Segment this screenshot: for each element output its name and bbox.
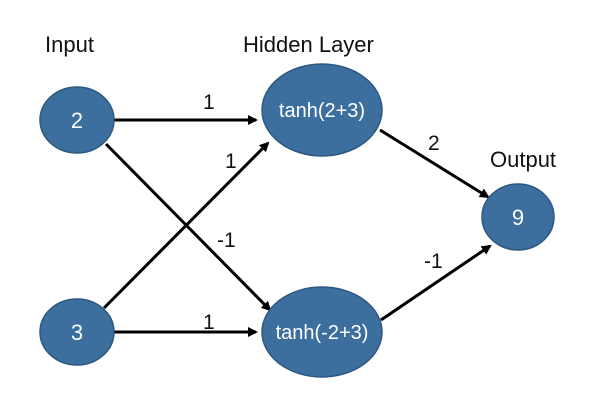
output-layer-label: Output <box>490 147 556 172</box>
hidden-node-bottom-label: tanh(-2+3) <box>276 322 369 344</box>
input-layer-label: Input <box>45 32 94 57</box>
input-node-bottom-label: 3 <box>71 320 83 345</box>
weight-hidden-bottom-to-output: -1 <box>424 250 443 273</box>
weight-input-bottom-to-hidden-bottom: 1 <box>203 311 215 334</box>
weight-hidden-top-to-output: 2 <box>428 132 440 155</box>
edge-hidden-bottom-to-output <box>380 244 492 322</box>
weight-input-bottom-to-hidden-top: 1 <box>225 150 237 173</box>
hidden-node-bottom <box>261 286 383 378</box>
weight-input-top-to-hidden-top: 1 <box>203 91 215 114</box>
output-node <box>481 183 555 251</box>
edge-input-top-to-hidden-bottom <box>104 142 272 312</box>
weight-input-top-to-hidden-bottom: -1 <box>217 229 236 252</box>
input-node-top <box>39 86 115 154</box>
input-node-bottom <box>39 298 115 366</box>
hidden-layer-label: Hidden Layer <box>243 32 374 57</box>
hidden-node-top <box>261 63 383 157</box>
hidden-node-top-label: tanh(2+3) <box>279 100 365 122</box>
input-node-top-label: 2 <box>71 108 83 133</box>
edge-hidden-top-to-output <box>379 128 490 199</box>
output-node-label: 9 <box>512 205 524 230</box>
